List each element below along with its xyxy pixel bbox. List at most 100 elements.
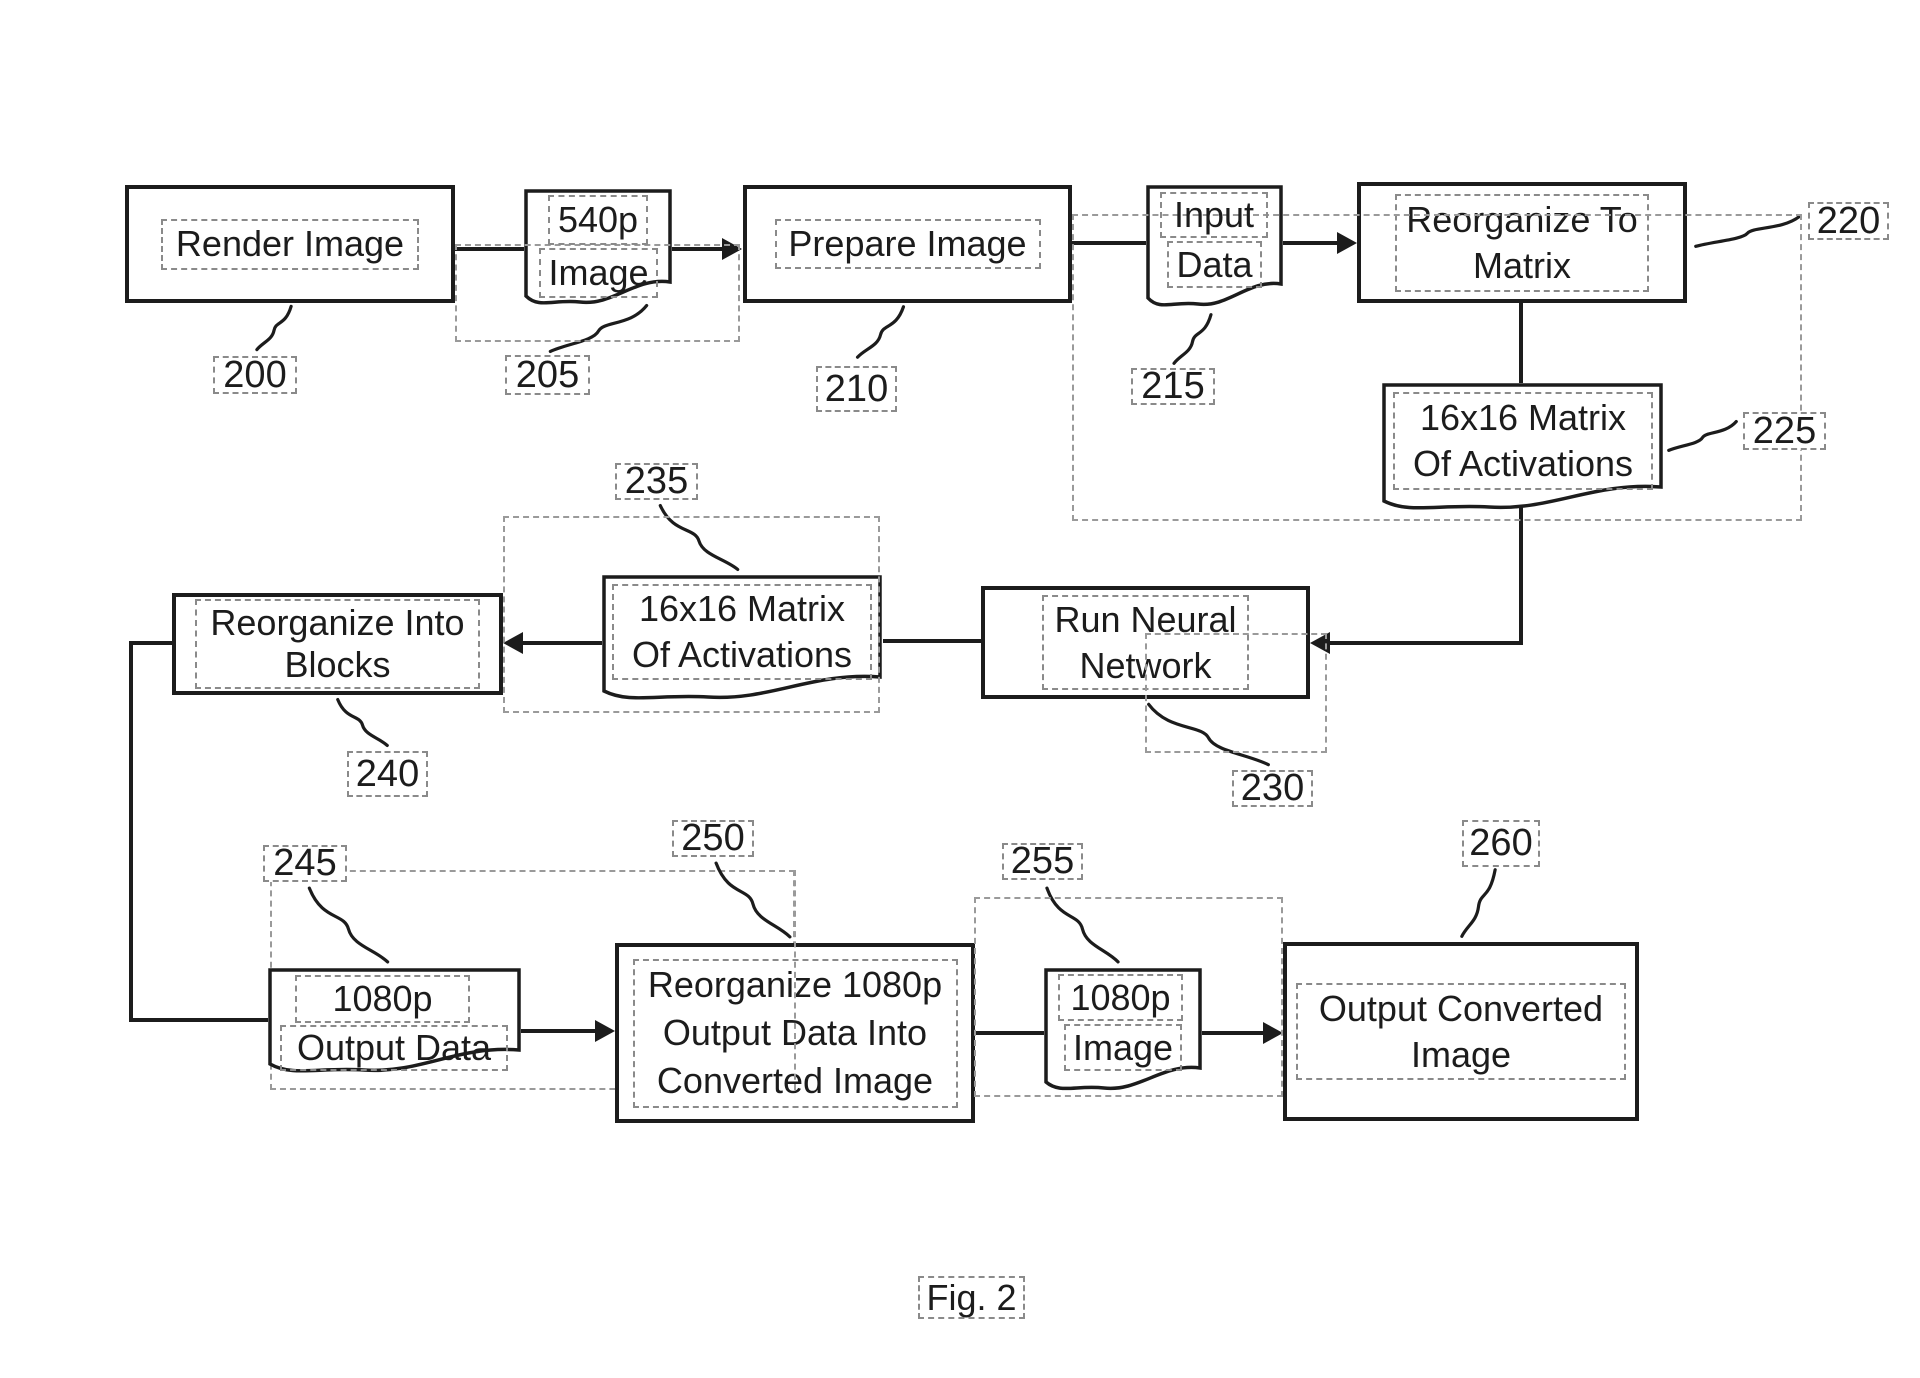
prepare-image-text: Prepare Image: [788, 223, 1027, 264]
arrowhead-into-reorganize-matrix: [1337, 232, 1357, 254]
annotation-group-205: [455, 244, 740, 342]
ref-220: 220: [1808, 199, 1889, 242]
leader-215: [1172, 312, 1213, 366]
doc-1080p-image: [1044, 968, 1202, 1091]
node-reorganize-into-blocks-label: Reorganize Into Blocks: [195, 599, 480, 689]
leader-240: [335, 697, 390, 748]
ref-215-text: 215: [1141, 365, 1205, 407]
node-render-image-label: Render Image: [161, 218, 419, 270]
ref-255-text: 255: [1010, 840, 1075, 882]
connector-235-to-blocks: [523, 641, 602, 645]
doc-input-data: [1146, 185, 1283, 307]
node-reorganize-into-blocks: Reorganize Into Blocks: [172, 593, 503, 695]
matrix-235-line2: Of Activations: [631, 634, 853, 675]
data-text: Data: [1176, 243, 1253, 285]
node-render-image: Render Image: [125, 185, 455, 303]
reorganize-into-blocks-line2: Blocks: [284, 644, 391, 685]
doc-1080p-image-line2-box: Image: [1064, 1024, 1182, 1071]
leader-235: [656, 502, 742, 573]
connector-elbow-to-1080p-data: [129, 1018, 268, 1022]
ref-250-text: 250: [681, 817, 745, 859]
doc-16x16-matrix-225-label: 16x16 Matrix Of Activations: [1393, 392, 1653, 490]
node-output-converted-image: Output Converted Image: [1283, 942, 1639, 1121]
ref-205: 205: [505, 354, 590, 396]
matrix-225-line2: Of Activations: [1412, 443, 1634, 484]
doc-input-line2-box: Data: [1167, 241, 1262, 288]
figure-caption-text: Fig. 2: [926, 1276, 1017, 1318]
leader-250: [712, 859, 794, 941]
node-prepare-image-label: Prepare Image: [774, 219, 1041, 269]
ref-200-text: 200: [223, 353, 287, 396]
leader-245: [305, 884, 392, 966]
figure-caption: Fig. 2: [918, 1276, 1025, 1319]
connector-activations-to-runnn: [1330, 641, 1523, 645]
leader-210: [855, 304, 906, 360]
doc-input-line1-box: Input: [1160, 192, 1268, 238]
connector-matrix-to-activations: [1519, 303, 1523, 383]
ref-240-text: 240: [355, 752, 420, 795]
node-reorganize-to-matrix-label: Reorganize To Matrix: [1395, 193, 1649, 292]
connector-runnn-to-235: [883, 639, 981, 643]
run-neural-network-line1: Run Neural: [1054, 598, 1237, 640]
doc-16x16-matrix-235-label: 16x16 Matrix Of Activations: [612, 584, 872, 680]
annotation-group-230: [1145, 633, 1327, 753]
doc-540p-line2-box: Image: [539, 248, 658, 298]
leader-225: [1665, 420, 1740, 452]
connector-blocks-elbow-v: [129, 641, 133, 1022]
connector-activations-down: [1519, 505, 1523, 645]
connector-1080pimage-to-output: [1202, 1031, 1263, 1035]
input-text: Input: [1173, 194, 1255, 235]
ref-255: 255: [1002, 840, 1083, 882]
arrowhead-into-output-converted: [1263, 1022, 1283, 1044]
doc-16x16-matrix-235: [602, 575, 882, 700]
540p-image-text: Image: [548, 252, 649, 293]
node-prepare-image: Prepare Image: [743, 185, 1072, 303]
ref-245-text: 245: [273, 842, 337, 884]
540p-text: 540p: [557, 199, 639, 240]
annotation-group-250-edge: [794, 870, 796, 1090]
doc-16x16-matrix-225: [1382, 383, 1663, 510]
ref-260-text: 260: [1469, 822, 1533, 864]
arrowhead-into-prepare: [722, 238, 742, 260]
arrowhead-into-reorganize-blocks: [503, 632, 523, 654]
leader-260: [1460, 866, 1497, 940]
node-reorganize-to-matrix: Reorganize To Matrix: [1357, 182, 1687, 303]
reorganize-into-blocks-line1: Reorganize Into: [210, 602, 465, 643]
output-converted-image-line2: Image: [1410, 1033, 1512, 1075]
connector-reorg-to-1080pimage: [975, 1031, 1044, 1035]
connector-540p-to-prepare: [672, 247, 724, 251]
leader-220: [1690, 215, 1805, 248]
ref-200: 200: [213, 353, 297, 396]
1080p-image-text: 1080p: [1070, 976, 1171, 1018]
node-output-converted-image-label: Output Converted Image: [1296, 983, 1626, 1080]
ref-225-text: 225: [1752, 409, 1817, 452]
ref-220-text: 220: [1816, 199, 1881, 242]
ref-230-text: 230: [1240, 767, 1305, 809]
annotation-group-220: [1072, 214, 1802, 521]
ref-230: 230: [1232, 767, 1313, 809]
ref-235: 235: [615, 460, 698, 502]
ref-215: 215: [1131, 365, 1215, 407]
ref-240: 240: [347, 751, 428, 797]
1080p-output-text: 1080p: [332, 978, 433, 1019]
reorganize-to-matrix-line1: Reorganize To: [1406, 198, 1638, 240]
connector-1080pdata-to-reorg: [521, 1029, 595, 1033]
ref-260: 260: [1462, 820, 1540, 867]
ref-210: 210: [816, 366, 897, 412]
annotation-group-235: [503, 516, 880, 713]
matrix-235-line1: 16x16 Matrix: [638, 588, 846, 629]
ref-245: 245: [263, 842, 347, 884]
render-image-text: Render Image: [175, 223, 405, 264]
ref-250: 250: [672, 817, 754, 859]
doc-1080p-image-line1-box: 1080p: [1058, 974, 1183, 1021]
leader-205: [545, 303, 652, 354]
doc-540p-line1-box: 540p: [548, 195, 648, 245]
ref-210-text: 210: [824, 367, 889, 410]
leader-255: [1043, 884, 1122, 966]
leader-200: [255, 304, 293, 352]
annotation-group-255: [974, 897, 1283, 1097]
ref-235-text: 235: [624, 460, 689, 502]
output-converted-image-line1: Output Converted: [1318, 987, 1604, 1029]
image-text: Image: [1072, 1026, 1174, 1068]
